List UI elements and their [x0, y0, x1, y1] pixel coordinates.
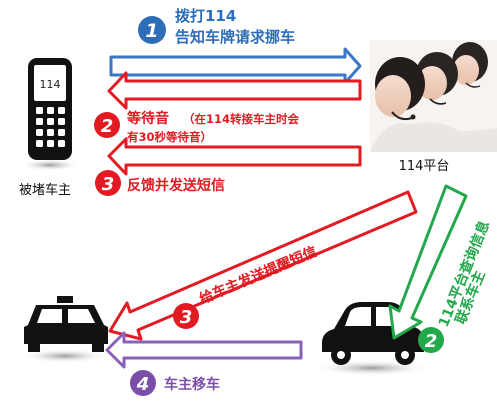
step1-title: 拨打114: [175, 7, 236, 25]
taxi-icon: [20, 296, 110, 363]
caller-label: 被堵车主: [19, 182, 71, 198]
arrow-step2-wait: [107, 71, 362, 110]
step4-badge: 4: [130, 370, 156, 396]
operators-image: [370, 40, 497, 152]
platform-label: 114平台: [399, 159, 450, 174]
svg-text:1: 1: [145, 20, 158, 42]
step1-desc: 告知车牌请求挪车: [175, 28, 295, 46]
svg-text:2: 2: [101, 116, 114, 137]
arrow-step4-move: [105, 331, 303, 369]
svg-text:3: 3: [102, 174, 115, 195]
step2-green-badge: 2: [418, 327, 444, 353]
step1-badge: 1: [138, 16, 166, 44]
step2-note: （在114转接车主时会: [183, 112, 300, 126]
phone-screen-number: 114: [40, 78, 61, 91]
arrow-step1: [109, 47, 362, 85]
step2-badge: 2: [94, 112, 120, 138]
phone-icon: [20, 58, 80, 171]
step2-title: 等待音: [127, 110, 169, 127]
arrow-step2-query: [388, 184, 468, 340]
svg-text:4: 4: [136, 374, 150, 395]
svg-text:3: 3: [180, 307, 193, 328]
step2-note-cont: 有30秒等待音）: [127, 130, 212, 144]
step3-badge: 3: [95, 170, 121, 196]
car-icon: [314, 302, 430, 376]
step3-title: 反馈并发送短信: [127, 177, 225, 194]
step4-title: 车主移车: [164, 376, 220, 393]
arrow-step3-feedback: [107, 137, 362, 176]
step3-sms-badge: 3: [173, 303, 199, 329]
svg-text:2: 2: [425, 331, 438, 352]
